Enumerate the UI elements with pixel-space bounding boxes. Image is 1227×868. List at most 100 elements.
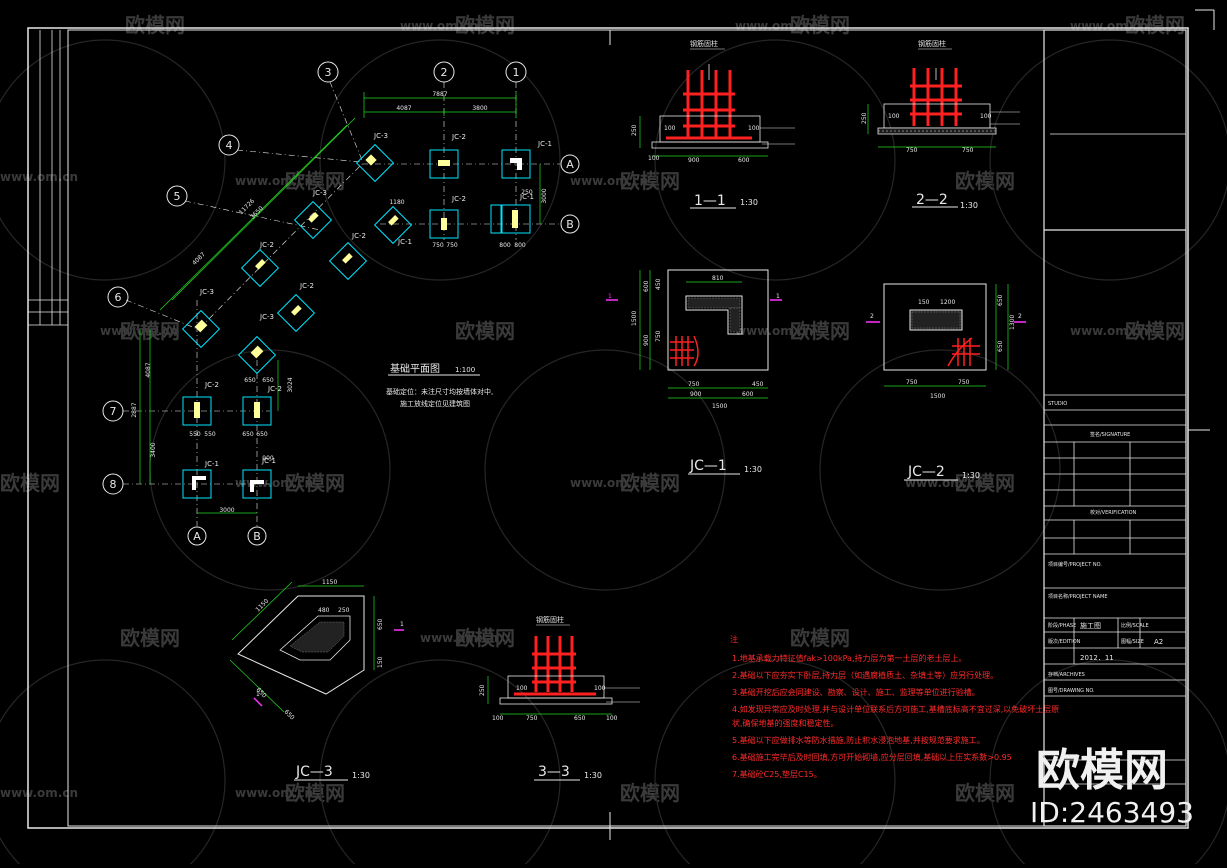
tb-project-name: 项目名称/PROJECT NAME <box>1048 593 1108 600</box>
title-block <box>1043 29 1187 827</box>
dimension-label: 810 <box>712 275 724 282</box>
grid-label: 2 <box>441 66 448 79</box>
footing-tag: JC-1 <box>204 460 219 468</box>
plan-scale: 1:100 <box>455 366 475 374</box>
outer-border <box>27 27 1189 829</box>
note-item: 2.基础以下应夯实下卧层,持力层（如遇腐植质土、杂填土等）应另行处理。 <box>732 670 998 680</box>
dimension-label: 100 <box>516 685 528 692</box>
footing-jc3-detail: 1150 1150 480 250 650 150 650 650 1 1 JC… <box>229 579 404 781</box>
dimension-label: 100 <box>748 125 760 132</box>
dimension-label: 450 <box>655 278 662 290</box>
dimension-label: 650 <box>997 340 1004 352</box>
detail-scale: 1:30 <box>962 471 980 480</box>
watermark-brand: 欧模网 <box>955 169 1015 193</box>
footing-jc2 <box>373 205 413 245</box>
footing-jc2 <box>429 209 459 239</box>
dimension-label: 150 <box>377 656 384 668</box>
footing-jc1-detail: 810 750 450 900 600 1500 1500 600 900 75… <box>606 269 782 475</box>
watermark-url: www.om.cn <box>735 324 813 338</box>
dimension-label: 650 <box>283 708 296 721</box>
watermark-brand: 欧模网 <box>1125 319 1185 343</box>
dimension-label: 7887 <box>432 91 447 98</box>
detail-title: JC—2 <box>907 464 945 480</box>
grid-bubble-A <box>560 154 580 174</box>
dimension-label: 750 <box>688 381 700 388</box>
dimension-label: 1500 <box>631 311 638 326</box>
note-item: 状,确保地基的强度和稳定性。 <box>732 718 839 728</box>
watermark-brand: 欧模网 <box>285 471 345 495</box>
watermark-logo: 欧模网 <box>1036 745 1168 796</box>
grid-bubble-B <box>560 214 580 234</box>
section-scale: 1:30 <box>584 771 602 780</box>
plan-title: 基础平面图 <box>390 362 440 375</box>
watermark-url: www.om.cn <box>0 786 78 800</box>
footing-jc3 <box>237 335 277 375</box>
dimension-label: 100 <box>594 685 606 692</box>
watermark-brand: 欧模网 <box>455 319 515 343</box>
dimension-label: 750 <box>655 330 662 342</box>
dimension-label: 100 <box>606 715 618 722</box>
dimension-label: 650 <box>574 715 586 722</box>
dimension-label: 1500 <box>930 393 945 400</box>
plan-note-1: 基础定位：未注尺寸均按墙体对中, <box>386 387 493 396</box>
dimension-label: 480 <box>318 607 330 614</box>
dimension-label: 750 <box>446 242 458 249</box>
grid-label: B <box>253 530 261 543</box>
watermark-url: www.om.cn <box>1070 19 1148 33</box>
dimension-label: 1150 <box>322 579 337 586</box>
dimension-label: 800 <box>499 242 511 249</box>
dimension-label: 650 <box>377 618 384 630</box>
detail-title: JC—3 <box>295 764 333 780</box>
grid-bubble-B-lower <box>247 526 267 546</box>
section-title: 3—3 <box>538 764 570 780</box>
watermark-url: www.om.cn <box>570 476 648 490</box>
foundation-plan: 1 2 3 4 5 6 7 8 A B A B <box>102 61 580 546</box>
cut-mark-label: 2 <box>1018 313 1022 320</box>
plan-dimension-lines <box>139 92 541 514</box>
footing-jc1 <box>242 469 272 499</box>
grid-label: 8 <box>110 478 117 491</box>
watermark-brand: 欧模网 <box>455 13 515 37</box>
footing-tag: JC-3 <box>373 132 388 140</box>
grid-label: B <box>566 218 574 231</box>
dimension-label: 900 <box>643 334 650 346</box>
section-label: 钢筋固柱 <box>918 39 946 48</box>
grid-bubble-6 <box>107 286 129 308</box>
dimension-label: 3800 <box>472 105 487 112</box>
footing-jc2 <box>182 396 212 426</box>
section-scale: 1:30 <box>740 198 758 207</box>
watermark-url: www.om.cn <box>735 19 813 33</box>
notes-heading: 注 <box>730 634 738 644</box>
watermark-brand: 欧模网 <box>790 626 850 650</box>
footing-tag: JC-2 <box>451 195 466 203</box>
dimension-label: 1180 <box>389 199 404 206</box>
section-title: 2—2 <box>916 192 948 208</box>
note-item: 7.基础砼C25,垫层C15。 <box>732 769 822 779</box>
dimension-label: 250 <box>631 124 638 136</box>
watermark-url: www.om.cn <box>100 324 178 338</box>
watermark-brand: 欧模网 <box>285 169 345 193</box>
footing-jc2-detail: 750 750 1500 150 1200 650 650 1300 2 2 J… <box>866 283 1026 481</box>
footing-tag: JC-2 <box>204 381 219 389</box>
grid-label: 4 <box>226 139 233 152</box>
grid-bubble-4 <box>218 134 240 156</box>
watermark-brand: 欧模网 <box>455 626 515 650</box>
dimension-label: 250 <box>521 189 533 196</box>
footing-jc2 <box>242 396 272 426</box>
watermark-brand: 欧模网 <box>125 13 185 37</box>
grid-lines <box>123 81 560 526</box>
cut-mark-label: 1 <box>608 293 612 300</box>
cut-mark-label: 2 <box>870 313 874 320</box>
dimension-label: 3024 <box>287 377 294 392</box>
dimension-label: 650 <box>242 431 254 438</box>
watermark-brand: 欧模网 <box>120 626 180 650</box>
footing-jc2 <box>429 149 459 179</box>
dimension-label: 3400 <box>150 442 157 457</box>
dimension-label: 650 <box>256 431 268 438</box>
footing-tag: JC-3 <box>199 288 214 296</box>
tb-edition-label: 版次/EDITION <box>1048 638 1081 645</box>
watermark-brand: 欧模网 <box>620 781 680 805</box>
footing-jc2 <box>293 200 333 240</box>
dimension-label: 150 <box>918 299 930 306</box>
